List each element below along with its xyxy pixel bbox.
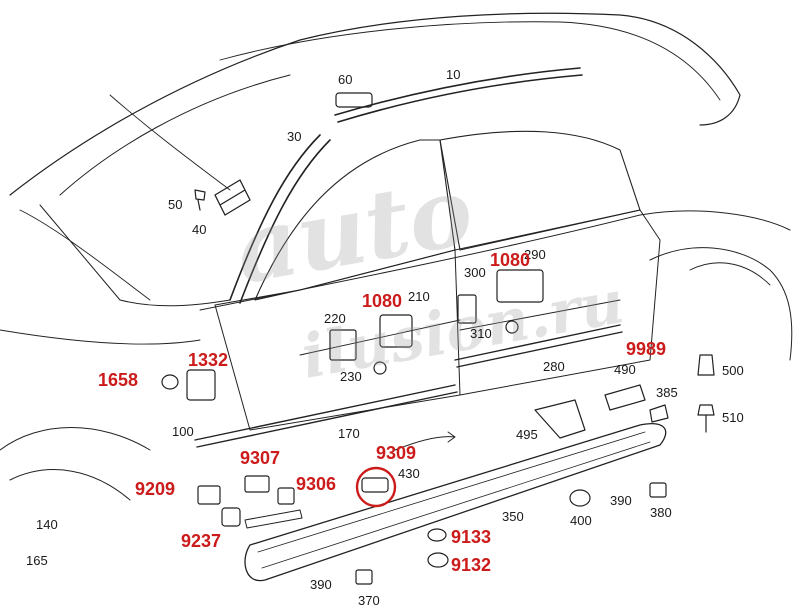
part-label-390-right: 390 [610,493,632,508]
clip-490 [604,384,646,411]
part-label-280: 280 [543,359,565,374]
screw-510 [697,404,715,433]
clip-9133 [427,528,447,542]
clip-500 [697,354,715,376]
highlight-label-9209: 9209 [135,479,176,499]
part-label-370: 370 [358,593,380,608]
front-door [214,249,461,431]
screw-50 [194,189,206,211]
part-label-10: 10 [446,67,461,82]
rear-wheel-arch-inner [689,262,771,286]
part-label-350: 350 [502,509,524,524]
part-label-40: 40 [192,222,207,237]
part-label-60: 60 [338,72,353,87]
highlight-label-9237: 9237 [181,531,222,551]
highlight-label-1658: 1658 [98,370,139,390]
upper-door-moulding [299,299,621,356]
rear-door-moulding [454,324,623,368]
clip-9307 [244,475,270,493]
part-label-210: 210 [408,289,430,304]
cap-380 [649,482,667,498]
highlight-label-9307: 9307 [240,448,281,468]
rear-wheel-arch [649,247,793,361]
highlight-label-9989: 9989 [626,339,667,359]
front-fender [0,329,201,345]
front-wheel-arch [0,427,151,501]
part-label-165: 165 [26,553,48,568]
clip-385 [649,404,669,423]
part-label-230: 230 [340,369,362,384]
clip-60 [335,92,373,108]
sill-panel-inner [257,431,651,569]
sill-panel [244,423,667,582]
part-label-300: 300 [464,265,486,280]
a-pillar-trim [229,134,331,304]
clip-9309 [361,477,389,493]
cap-370 [355,569,373,585]
plug-1658 [161,374,179,390]
clip-290 [496,269,544,303]
clip-40 [214,179,251,216]
part-label-430: 430 [398,466,420,481]
dashboard [19,94,231,301]
part-label-380: 380 [650,505,672,520]
highlight-circle-9309 [355,466,397,508]
part-label-400: 400 [570,513,592,528]
highlight-label-9132: 9132 [451,555,492,575]
clip-210 [379,314,413,348]
front-window [254,139,456,301]
rear-window [439,130,641,251]
part-label-170: 170 [338,426,360,441]
highlight-label-1332: 1332 [188,350,229,370]
part-label-290: 290 [524,247,546,262]
sill-strip [244,509,303,529]
part-label-30: 30 [287,129,302,144]
roof-outline [9,12,741,196]
clip-9306 [277,487,295,505]
part-label-310: 310 [470,326,492,341]
windscreen [39,74,291,307]
screw-310 [505,320,519,334]
screw-230 [373,361,387,375]
clip-9132 [427,552,449,568]
highlight-label-9133: 9133 [451,527,492,547]
clip-300 [457,294,477,324]
part-label-390-left: 390 [310,577,332,592]
direction-arrow [394,431,456,451]
part-label-510: 510 [722,410,744,425]
part-label-140: 140 [36,517,58,532]
highlight-label-1080-rear: 1080 [490,250,531,270]
part-label-500: 500 [722,363,744,378]
highlight-label-1080-front: 1080 [362,291,403,311]
highlight-label-9309: 9309 [376,443,417,463]
clip-1332 [186,369,216,401]
belt-line [199,210,791,311]
part-label-220: 220 [324,311,346,326]
clip-9237 [221,507,241,527]
front-door-moulding [194,384,458,448]
highlight-label-9306: 9306 [296,474,337,494]
part-label-50: 50 [168,197,183,212]
part-label-490: 490 [614,362,636,377]
part-label-385: 385 [656,385,678,400]
clip-9209 [197,485,221,505]
clip-400 [569,489,591,507]
part-label-495: 495 [516,427,538,442]
bracket-495 [534,399,586,439]
roof-moulding [334,67,583,123]
rear-door [454,209,661,396]
clip-220 [329,329,357,361]
roof-inner-line [219,21,721,101]
part-label-100: 100 [172,424,194,439]
